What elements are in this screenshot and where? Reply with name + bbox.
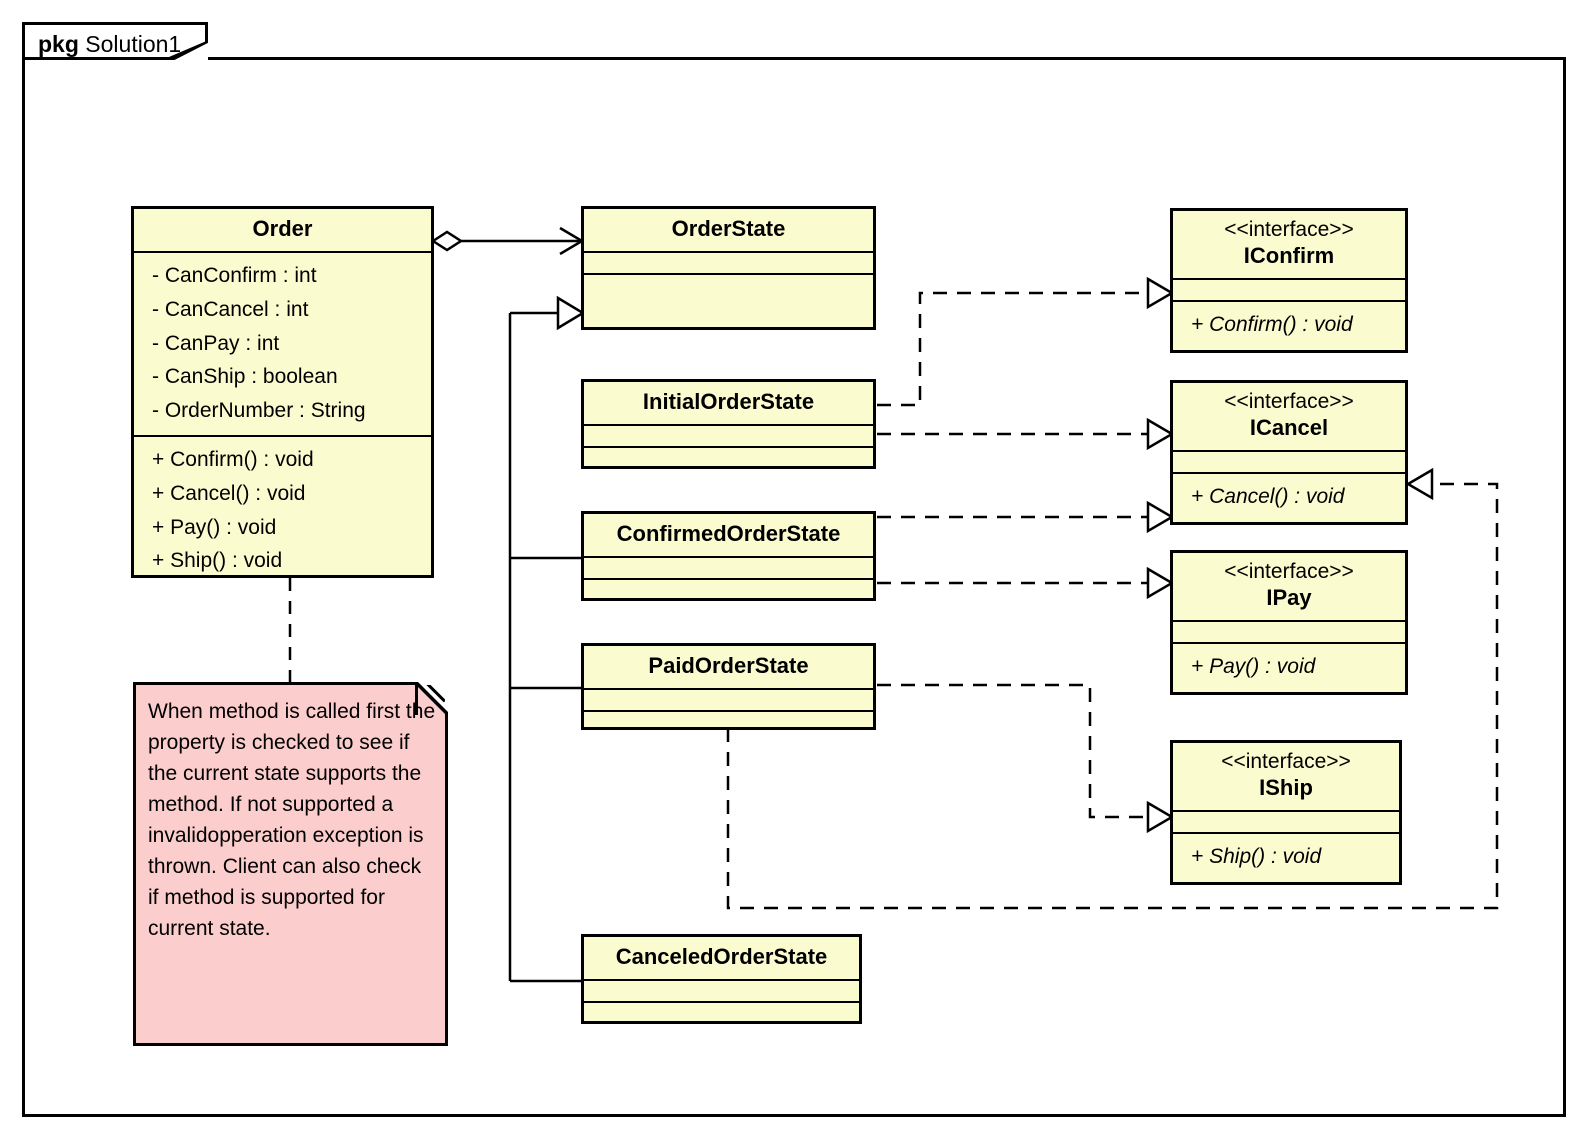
class-orderstate-name: OrderState (584, 209, 873, 253)
class-paidorderstate-name: PaidOrderState (584, 646, 873, 690)
interface-iconfirm-name: <<interface>> IConfirm (1173, 211, 1405, 280)
note-fold-corner (415, 685, 445, 715)
class-orderstate-attributes (584, 253, 873, 275)
note-comment[interactable]: When method is called first the property… (133, 682, 448, 1046)
interface-icancel-name: <<interface>> ICancel (1173, 383, 1405, 452)
class-initialorderstate-attributes (584, 426, 873, 448)
class-initialorderstate-name: InitialOrderState (584, 382, 873, 426)
interface-ipay-attributes (1173, 622, 1405, 644)
interface-icancel-stereotype: <<interface>> (1224, 390, 1354, 413)
interface-iship-stereotype: <<interface>> (1221, 750, 1351, 773)
interface-icancel-operation: + Cancel() : void (1191, 484, 1345, 508)
interface-ipay-operations: + Pay() : void (1173, 644, 1405, 691)
interface-iconfirm[interactable]: <<interface>> IConfirm + Confirm() : voi… (1170, 208, 1408, 353)
interface-icancel-operations: + Cancel() : void (1173, 474, 1405, 521)
class-canceledorderstate-name: CanceledOrderState (584, 937, 859, 981)
class-order-attribute: - CanPay : int (152, 331, 280, 355)
interface-iconfirm-attributes (1173, 280, 1405, 302)
class-confirmedorderstate-attributes (584, 558, 873, 580)
class-initialorderstate-operations (584, 448, 873, 468)
class-paidorderstate[interactable]: PaidOrderState (581, 643, 876, 730)
class-order-attribute: - CanShip : boolean (152, 365, 338, 389)
package-label: pkg Solution1 (38, 31, 181, 58)
class-orderstate[interactable]: OrderState (581, 206, 876, 330)
package-tab (22, 22, 208, 60)
interface-icancel[interactable]: <<interface>> ICancel + Cancel() : void (1170, 380, 1408, 525)
class-order-attribute: - OrderNumber : String (152, 399, 366, 423)
class-order-operation: + Cancel() : void (152, 481, 306, 505)
interface-ipay-stereotype: <<interface>> (1224, 560, 1354, 583)
class-paidorderstate-attributes (584, 690, 873, 712)
interface-ipay[interactable]: <<interface>> IPay + Pay() : void (1170, 550, 1408, 695)
interface-iship-attributes (1173, 812, 1399, 834)
class-order-operation: + Confirm() : void (152, 448, 314, 472)
interface-iship-operation: + Ship() : void (1191, 844, 1322, 868)
class-order-attribute: - CanCancel : int (152, 297, 309, 321)
interface-icancel-attributes (1173, 452, 1405, 474)
class-order-operation: + Ship() : void (152, 549, 283, 573)
interface-iconfirm-title: IConfirm (1243, 242, 1335, 268)
interface-iship-name: <<interface>> IShip (1173, 743, 1399, 812)
interface-ipay-title: IPay (1266, 584, 1312, 610)
class-order-operation: + Pay() : void (152, 515, 277, 539)
interface-iconfirm-stereotype: <<interface>> (1224, 218, 1354, 241)
class-canceledorderstate-attributes (584, 981, 859, 1003)
interface-ipay-operation: + Pay() : void (1191, 654, 1316, 678)
class-initialorderstate[interactable]: InitialOrderState (581, 379, 876, 469)
interface-ipay-name: <<interface>> IPay (1173, 553, 1405, 622)
interface-iship[interactable]: <<interface>> IShip + Ship() : void (1170, 740, 1402, 885)
class-order[interactable]: Order - CanConfirm : int - CanCancel : i… (131, 206, 434, 578)
note-body (136, 685, 445, 1043)
class-paidorderstate-operations (584, 712, 873, 732)
class-confirmedorderstate-name: ConfirmedOrderState (584, 514, 873, 558)
note-text: When method is called first the property… (148, 700, 436, 940)
package-name: Solution1 (85, 31, 182, 57)
interface-iship-title: IShip (1259, 774, 1313, 800)
class-confirmedorderstate-operations (584, 580, 873, 600)
class-order-attributes: - CanConfirm : int - CanCancel : int - C… (134, 253, 431, 438)
class-canceledorderstate[interactable]: CanceledOrderState (581, 934, 862, 1024)
class-canceledorderstate-operations (584, 1003, 859, 1023)
interface-icancel-title: ICancel (1249, 414, 1329, 440)
class-order-operations: + Confirm() : void + Cancel() : void + P… (134, 437, 431, 585)
class-orderstate-operations (584, 275, 873, 309)
class-confirmedorderstate[interactable]: ConfirmedOrderState (581, 511, 876, 601)
class-order-name: Order (134, 209, 431, 253)
interface-iconfirm-operations: + Confirm() : void (1173, 302, 1405, 349)
package-keyword: pkg (38, 31, 79, 57)
class-order-attribute: - CanConfirm : int (152, 263, 317, 287)
interface-iconfirm-operation: + Confirm() : void (1191, 312, 1353, 336)
interface-iship-operations: + Ship() : void (1173, 834, 1399, 881)
